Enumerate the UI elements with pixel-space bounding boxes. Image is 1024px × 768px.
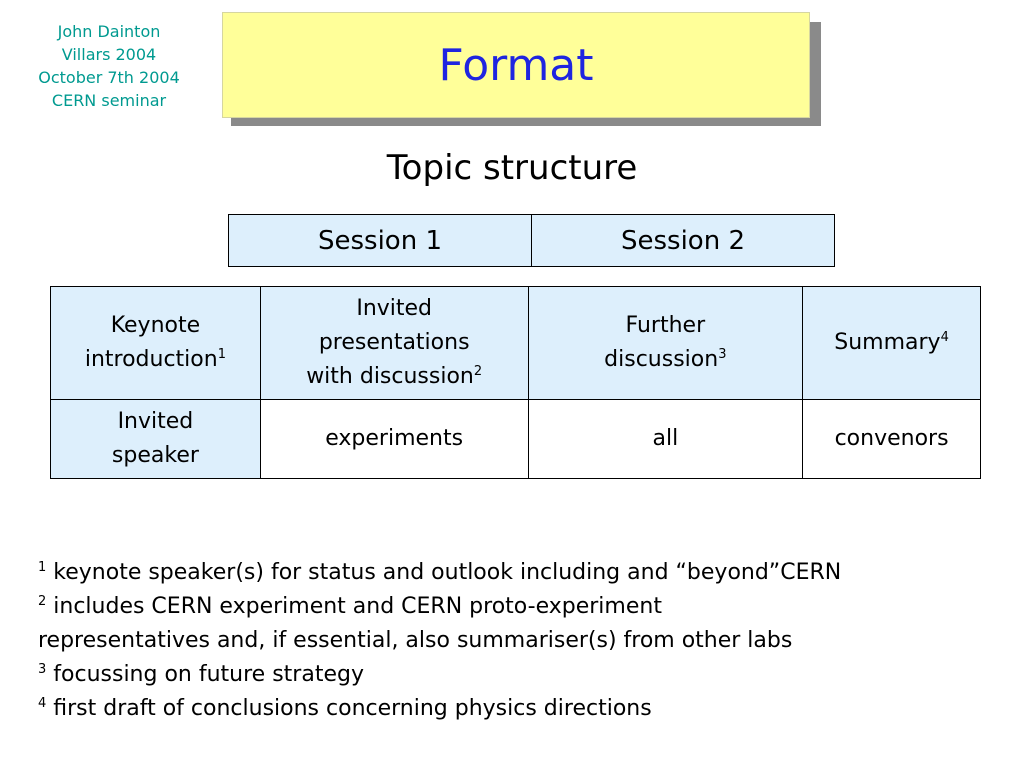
cell-line: discussion <box>604 347 719 372</box>
further-discussion-cell: Further discussion3 <box>527 286 804 400</box>
event-date: October 7th 2004 <box>38 68 180 87</box>
cell-line: speaker <box>111 443 199 468</box>
footnote-number: 1 <box>38 560 47 575</box>
cell-line: with discussion <box>306 364 474 389</box>
experiments-cell: experiments <box>259 399 529 479</box>
cell-line: Keynote <box>110 313 201 338</box>
footnote-marker: 2 <box>473 364 483 379</box>
footnotes: 1 keynote speaker(s) for status and outl… <box>38 556 1008 726</box>
cell-line: introduction <box>84 347 218 372</box>
footnote-marker: 3 <box>718 347 727 362</box>
session-2-cell: Session 2 <box>531 214 835 267</box>
footnote-text: focussing on future strategy <box>46 662 364 687</box>
author-name: John Dainton <box>57 22 161 41</box>
all-cell: all <box>527 399 804 479</box>
invited-speaker-cell: Invited speaker <box>50 399 261 479</box>
footnote-4: 4 first draft of conclusions concerning … <box>38 692 1008 726</box>
slide-subtitle: Topic structure <box>386 148 638 188</box>
invited-presentations-cell: Invited presentations with discussion2 <box>259 286 529 400</box>
session-table: Session 1 Session 2 <box>228 214 835 267</box>
cell-line: presentations <box>318 330 470 355</box>
convenors-cell: convenors <box>802 399 981 479</box>
footnote-2: 2 includes CERN experiment and CERN prot… <box>38 590 1008 624</box>
cell-line: Further <box>625 313 706 338</box>
slide-title: Format <box>438 39 594 91</box>
footnote-marker: 1 <box>217 347 226 362</box>
footnote-text: keynote speaker(s) for status and outloo… <box>46 560 842 585</box>
cell-line: experiments <box>325 426 464 451</box>
cell-line: all <box>652 426 679 451</box>
title-box: Format <box>222 12 810 118</box>
session-row: Session 1 Session 2 <box>228 214 835 267</box>
cell-line: Invited <box>117 409 194 434</box>
summary-cell: Summary4 <box>802 286 981 400</box>
footnote-3: 3 focussing on future strategy <box>38 658 1008 692</box>
cell-line: convenors <box>834 426 949 451</box>
event-type: CERN seminar <box>51 91 167 110</box>
footnote-1: 1 keynote speaker(s) for status and outl… <box>38 556 1008 590</box>
cell-line: Summary <box>834 330 941 355</box>
footnote-marker: 4 <box>940 330 949 345</box>
keynote-introduction-cell: Keynote introduction1 <box>50 286 261 400</box>
session-1-cell: Session 1 <box>228 214 532 267</box>
table-row: Keynote introduction1 Invited presentati… <box>50 286 981 400</box>
footnote-number: 3 <box>38 662 47 677</box>
table-row: Invited speaker experiments all convenor… <box>50 399 981 479</box>
cell-line: Invited <box>356 296 433 321</box>
footnote-text: representatives and, if essential, also … <box>38 628 793 653</box>
footnote-text: includes CERN experiment and CERN proto-… <box>46 594 662 619</box>
footnote-number: 4 <box>38 696 47 711</box>
event-name: Villars 2004 <box>61 45 157 64</box>
author-block: John Dainton Villars 2004 October 7th 20… <box>14 20 204 112</box>
footnote-text: first draft of conclusions concerning ph… <box>46 696 652 721</box>
structure-table: Keynote introduction1 Invited presentati… <box>50 286 981 479</box>
footnote-2-continued: representatives and, if essential, also … <box>38 624 1008 658</box>
footnote-number: 2 <box>38 594 47 609</box>
